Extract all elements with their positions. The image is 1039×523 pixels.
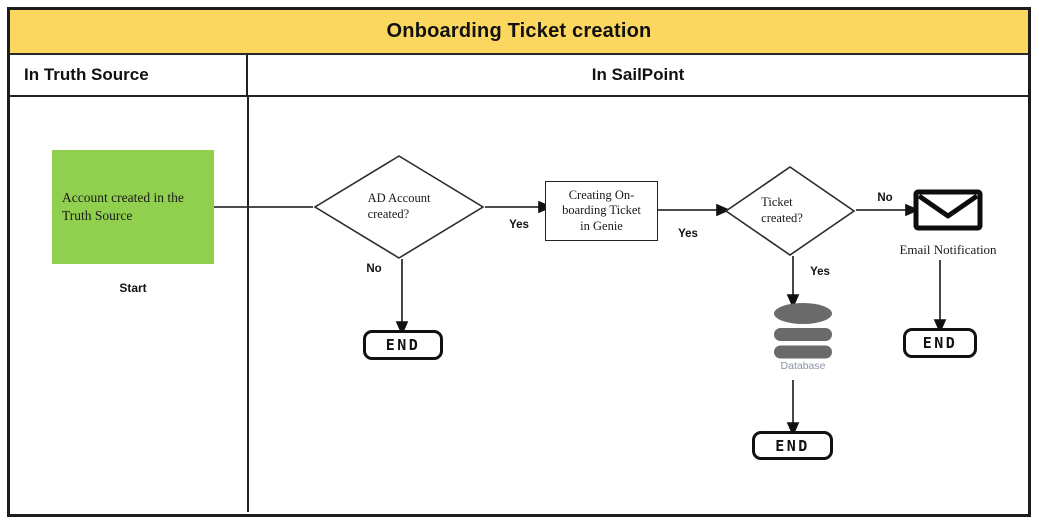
page-title: Onboarding Ticket creation — [386, 20, 652, 42]
lane-header-sailpoint: In SailPoint — [248, 55, 1028, 95]
end-node-email: END — [903, 328, 977, 358]
end-label: END — [775, 436, 810, 455]
connector-lines — [214, 97, 947, 512]
start-caption: Start — [119, 281, 147, 295]
end-node-database: END — [752, 431, 833, 460]
lane-label-sailpoint: In SailPoint — [591, 65, 685, 84]
edge-label-ticket-no: No — [877, 192, 893, 204]
database-icon — [774, 303, 832, 359]
end-label: END — [922, 334, 958, 352]
edge-label-ad-no: No — [366, 263, 382, 275]
process-genie-ticket: Creating On- boarding Ticket in Genie — [545, 181, 658, 241]
database-label: Database — [780, 360, 826, 372]
envelope-icon — [913, 189, 983, 231]
decision-ticket-created: Ticket created? — [724, 166, 856, 256]
decision-ticket-label: Ticket created? — [761, 195, 803, 225]
diamond-shape — [724, 166, 856, 256]
flowchart-canvas: Account created in the Truth Source Star… — [10, 97, 1028, 512]
lane-label-truth-source: In Truth Source — [24, 65, 149, 84]
decision-ad-label: AD Account created? — [367, 191, 431, 221]
end-label: END — [385, 336, 421, 354]
process-genie-label: Creating On- boarding Ticket in Genie — [562, 187, 641, 233]
title-bar: Onboarding Ticket creation — [10, 10, 1028, 55]
email-notification-node — [913, 189, 983, 231]
end-node-ad-no: END — [363, 330, 443, 360]
database-node — [773, 302, 833, 360]
edge-label-genie-yes: Yes — [678, 228, 698, 240]
decision-ad-account: AD Account created? — [313, 155, 485, 259]
start-node: Account created in the Truth Source — [52, 150, 214, 264]
lane-header-truth-source: In Truth Source — [10, 55, 248, 95]
flowchart-frame: Onboarding Ticket creation In Truth Sour… — [7, 7, 1031, 517]
lane-headers: In Truth Source In SailPoint — [10, 55, 1028, 97]
start-node-label: Account created in the Truth Source — [62, 190, 184, 223]
diamond-shape — [313, 155, 485, 259]
email-notification-label: Email Notification — [899, 242, 997, 257]
edge-label-ticket-yes: Yes — [810, 266, 830, 278]
edge-label-ad-yes: Yes — [509, 219, 529, 231]
